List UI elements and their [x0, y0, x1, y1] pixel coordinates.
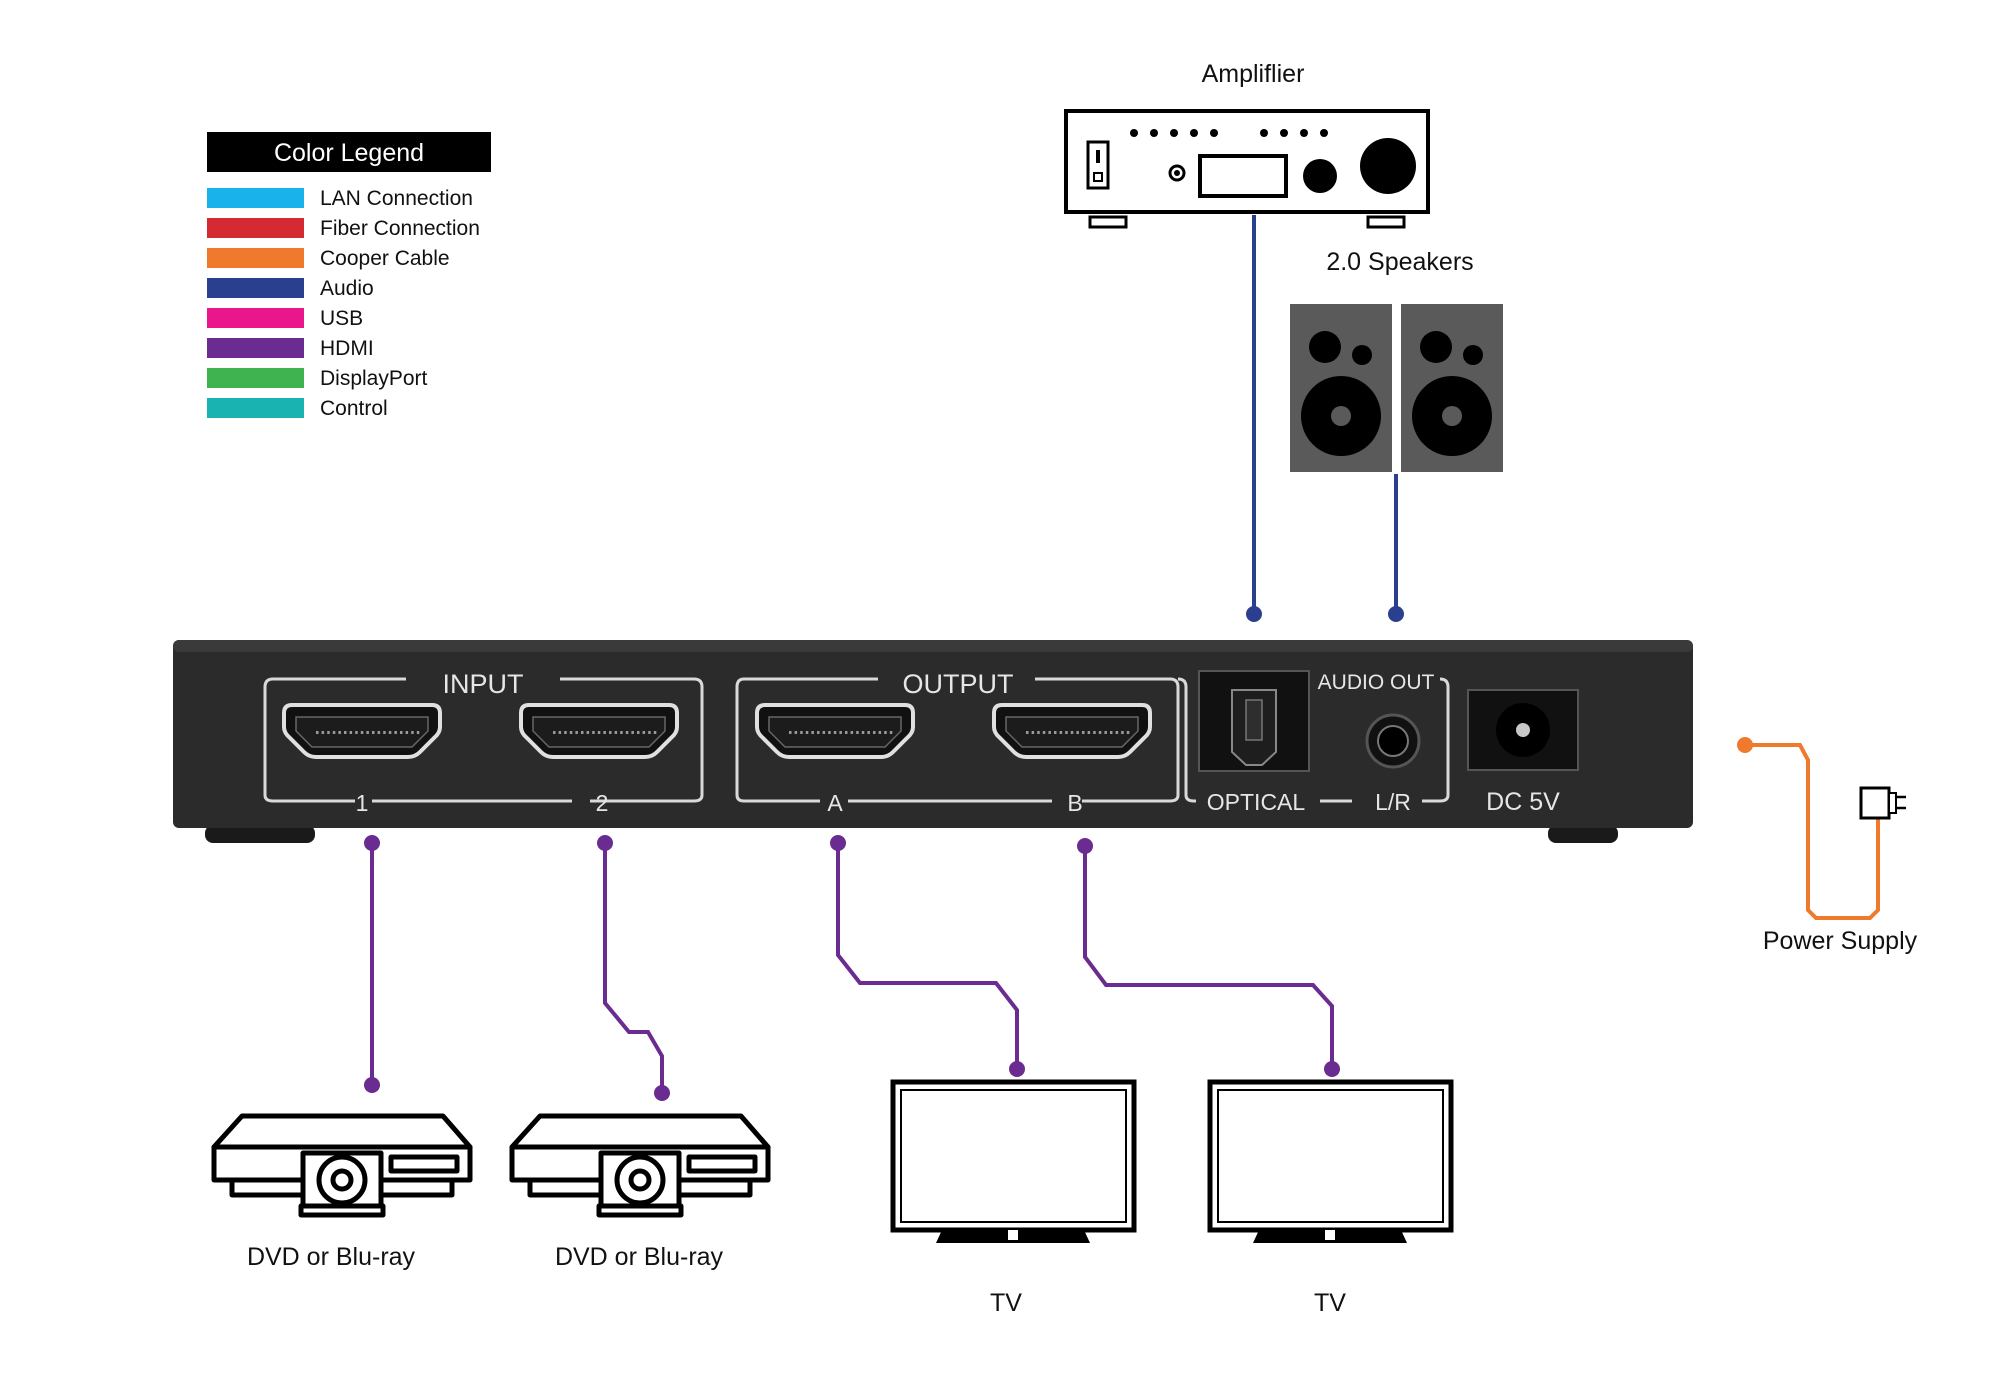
hdmi-input-1-port-icon [282, 703, 442, 759]
power-plug-icon [1859, 786, 1906, 820]
speaker-right [1401, 304, 1503, 472]
audio-out-group-frame [1177, 677, 1450, 803]
hdmi-cables [370, 843, 1334, 1090]
legend-item-label: Cooper Cable [320, 247, 450, 270]
legend-item-label: LAN Connection [320, 187, 473, 210]
amplifier-foot-left [1088, 215, 1128, 229]
optical-cable-end [1246, 606, 1262, 622]
legend-item-label: Fiber Connection [320, 217, 480, 240]
tv-2-label: TV [1314, 1289, 1346, 1317]
headphone-jack-core [1174, 170, 1180, 176]
input-port-1-label: 1 [356, 790, 369, 816]
lr-label: L/R [1375, 789, 1411, 815]
hdmi-cable-input-2 [603, 843, 664, 1090]
input-group-frame [263, 677, 704, 803]
legend-swatch [207, 188, 304, 208]
legend-item-label: USB [320, 307, 363, 330]
tv-1: TV [890, 1079, 1137, 1317]
audio-out-label: AUDIO OUT [1318, 671, 1435, 694]
tv-2: TV [1207, 1079, 1454, 1317]
device-foot-left [205, 825, 315, 843]
audio-cables [1252, 215, 1398, 613]
hdmi-cable-output-B [1083, 846, 1334, 1068]
splitter-device: INPUT 1 2 OUTPUT A B AUDIO OUT OPTICAL L… [173, 640, 1693, 843]
legend-title-bar [207, 132, 491, 172]
tv-1-label: TV [990, 1289, 1022, 1317]
dvd-1-disc-hub [330, 1168, 354, 1192]
tv-1-icon [890, 1079, 1137, 1243]
input-port-2-label: 2 [596, 790, 609, 816]
dc-5v-label: DC 5V [1486, 788, 1560, 816]
hdmi-cable-ends [364, 835, 1340, 1101]
rear-panel-top-edge [173, 640, 1693, 652]
dvd-2-disc-hub [628, 1168, 652, 1192]
output-port-B-label: B [1067, 790, 1082, 816]
hdmi-input-2-port-icon [519, 703, 679, 759]
volume-knob-icon [1360, 138, 1416, 194]
legend-swatch [207, 248, 304, 268]
legend-swatch [207, 398, 304, 418]
legend-title: Color Legend [274, 139, 424, 167]
dvd-player-2: DVD or Blu-ray [509, 1113, 771, 1271]
dvd-player-2-label: DVD or Blu-ray [555, 1243, 724, 1271]
hdmi-output-B-port-icon [992, 703, 1152, 759]
legend-item-label: Audio [320, 277, 374, 300]
small-knob-icon [1303, 159, 1337, 193]
output-port-A-label: A [827, 790, 843, 816]
power-switch-mark [1096, 150, 1100, 163]
rear-panel [173, 640, 1693, 828]
lr-jack-icon [1365, 713, 1421, 769]
legend-swatch [207, 218, 304, 238]
amplifier: Ampliflier [1064, 60, 1430, 229]
input-label: INPUT [443, 669, 524, 699]
speakers-label: 2.0 Speakers [1326, 248, 1473, 276]
dc-jack-icon [1467, 689, 1579, 771]
power-supply-label: Power Supply [1763, 927, 1918, 955]
amplifier-display [1198, 154, 1288, 198]
output-label: OUTPUT [903, 669, 1014, 699]
hdmi-output-A-port-icon [755, 703, 915, 759]
output-group-frame [735, 677, 1180, 803]
speaker-left-tweeter-icon [1309, 331, 1341, 363]
lr-cable-end [1388, 606, 1404, 622]
dvd-player-1-label: DVD or Blu-ray [247, 1243, 416, 1271]
hdmi-ports [282, 703, 1152, 759]
legend-swatch [207, 278, 304, 298]
legend-item-label: Control [320, 397, 388, 420]
amplifier-label: Ampliflier [1202, 60, 1305, 88]
speaker-left-port [1352, 345, 1372, 365]
optical-port-icon [1198, 670, 1310, 772]
legend-item-label: HDMI [320, 337, 374, 360]
speaker-right-port [1463, 345, 1483, 365]
amplifier-foot-right [1366, 215, 1406, 229]
speakers: 2.0 Speakers [1290, 248, 1503, 472]
dvd-player-1: DVD or Blu-ray [211, 1113, 473, 1271]
speaker-left [1290, 304, 1392, 472]
power-switch-led [1093, 172, 1103, 182]
hdmi-cable-output-A [836, 843, 1019, 1068]
speaker-right-tweeter-icon [1420, 331, 1452, 363]
tv-2-icon [1207, 1079, 1454, 1243]
speaker-left-cone [1331, 406, 1351, 426]
legend-swatch [207, 368, 304, 388]
device-foot-right [1548, 825, 1618, 843]
legend-swatch [207, 338, 304, 358]
amplifier-indicator-dots [1130, 129, 1328, 137]
power-supply: Power Supply [1737, 737, 1918, 955]
speaker-right-cone [1442, 406, 1462, 426]
legend-swatch [207, 308, 304, 328]
optical-label: OPTICAL [1207, 789, 1306, 815]
power-cable-end [1737, 737, 1753, 753]
legend-item-label: DisplayPort [320, 367, 428, 390]
power-cable [1745, 743, 1880, 920]
